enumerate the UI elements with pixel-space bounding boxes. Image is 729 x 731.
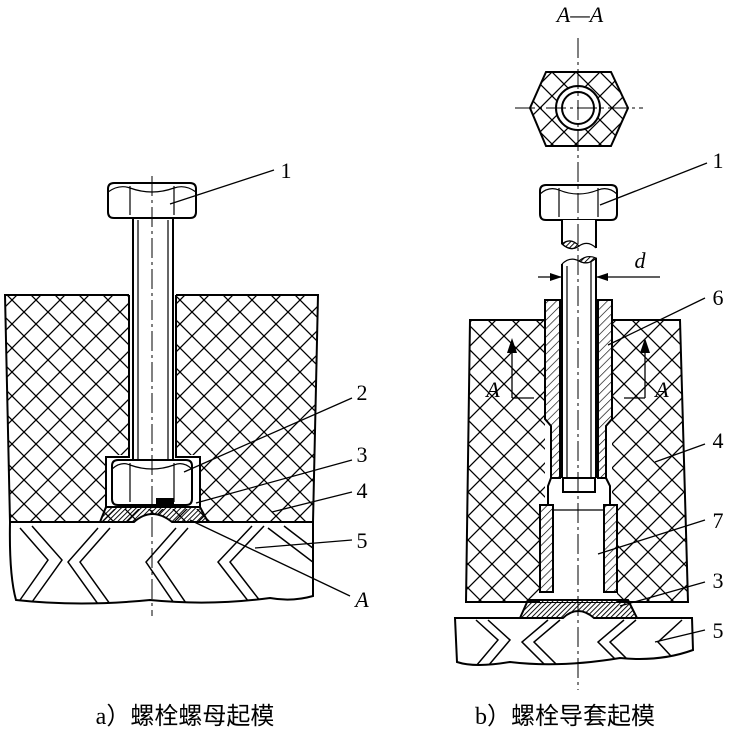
callout-5: 5 — [357, 528, 368, 553]
leader-lines-a — [169, 169, 353, 597]
pattern-wood-grain — [19, 525, 313, 604]
cavity-outline — [105, 295, 201, 508]
callout-4: 4 — [357, 478, 368, 503]
caption-a: a）螺栓螺母起模 — [96, 703, 275, 730]
callout-A: A — [353, 587, 369, 612]
dimension-d — [538, 273, 660, 281]
section-mark-label-right: A — [653, 377, 669, 402]
pattern-body — [453, 610, 695, 666]
callout-4: 4 — [713, 428, 724, 453]
callout-5: 5 — [713, 618, 724, 643]
bolt-shank-lower — [561, 255, 598, 493]
section-a-a — [515, 71, 643, 147]
bushing — [539, 477, 618, 593]
callout-3: 3 — [357, 442, 368, 467]
callout-7: 7 — [713, 508, 724, 533]
callout-6: 6 — [713, 285, 724, 310]
callout-2: 2 — [357, 380, 368, 405]
callout-1: 1 — [281, 158, 292, 183]
section-title: A—A — [555, 2, 604, 27]
section-mark-left — [507, 338, 534, 399]
leader-lines-b — [597, 162, 708, 643]
callout-3: 3 — [713, 568, 724, 593]
section-mark-label-left: A — [484, 377, 500, 402]
bolt-shank-stub — [561, 220, 597, 250]
section-mark-right — [624, 338, 650, 399]
dimension-label: d — [635, 248, 647, 273]
caption-b: b）螺栓导套起模 — [475, 703, 655, 730]
callout-1: 1 — [713, 148, 724, 173]
bolt-shank — [132, 216, 174, 463]
figure-a: 1 2 3 4 5 A a）螺栓螺母起模 — [3, 158, 369, 730]
figure-b: A—A — [453, 2, 724, 730]
